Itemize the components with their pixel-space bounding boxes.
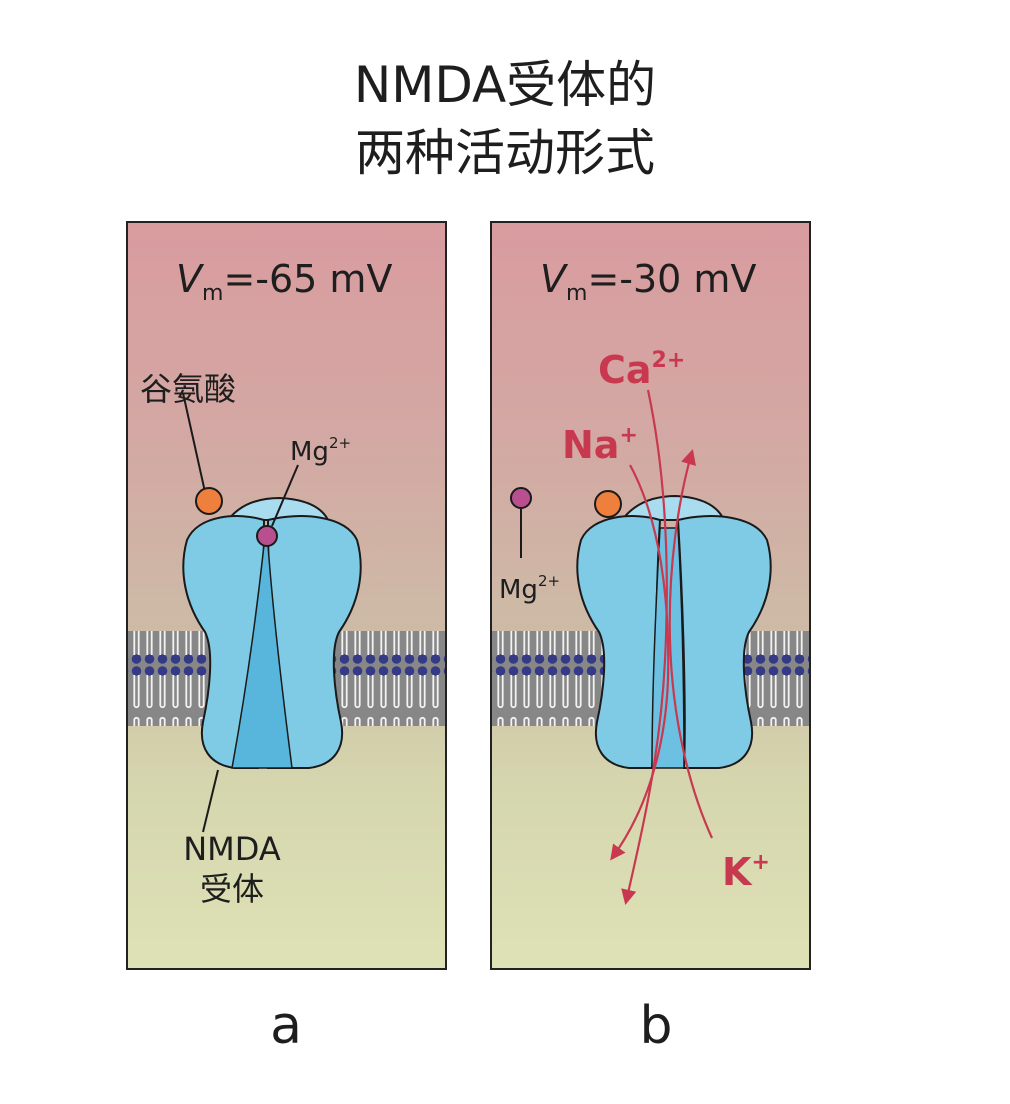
panel-a-mg-label: Mg2+ (290, 434, 351, 467)
panel-b-na-label: Na+ (562, 423, 638, 467)
panel-a-vm-value: =-65 mV (223, 257, 392, 301)
panel-b-vm-symbol: V (540, 257, 569, 301)
panel-b-letter: b (639, 996, 673, 1056)
panel-a-mg-symbol: Mg (290, 437, 329, 467)
panel-a-receptor-label-line-2: 受体 (200, 870, 264, 908)
panel-b-na-charge: + (619, 423, 637, 448)
panel-b-receptor-right-subunit (676, 515, 772, 769)
figure-title-line-1: NMDA受体的 (353, 56, 657, 114)
panel-a-glutamate (195, 487, 223, 515)
panel-b-k-symbol: K (722, 850, 753, 894)
panel-b-na-symbol: Na (562, 423, 619, 467)
panel-a-mg-charge: 2+ (329, 434, 351, 452)
figure-title-line-2: 两种活动形式 (355, 124, 655, 182)
panel-b-ca-symbol: Ca (598, 348, 652, 392)
panel-a-channel-pore (231, 544, 293, 769)
panel-a-glutamate-label: 谷氨酸 (140, 370, 236, 408)
panel-b-ca-label: Ca2+ (598, 348, 685, 392)
panel-b-k-charge: + (751, 850, 769, 875)
panel-b-ca-flow-arrow (621, 389, 668, 906)
panel-b-na-flow-arrow (610, 464, 670, 861)
panel-a-vm-subscript: m (202, 281, 223, 306)
panel-a-letter: a (270, 996, 302, 1056)
panel-b-ca-charge: 2+ (652, 348, 686, 373)
panel-b-k-flow-arrow (668, 449, 714, 839)
panel-b-mg-label: Mg2+ (499, 572, 560, 605)
panel-b-mg-ion (510, 487, 532, 509)
panel-b-k-label: K+ (722, 850, 770, 894)
panel-b: Vm=-30 mV Mg2+ Ca2+ Na+ K+ (490, 221, 811, 970)
panel-b-membrane-potential: Vm=-30 mV (540, 257, 756, 306)
panel-a-mg-ion (256, 525, 278, 547)
panel-a-membrane-potential: Vm=-65 mV (176, 257, 392, 306)
panel-b-mg-symbol: Mg (499, 575, 538, 605)
panel-a: Vm=-65 mV 谷氨酸 Mg2+ NMDA 受体 (126, 221, 447, 970)
panel-b-mg-charge: 2+ (538, 572, 560, 590)
panel-a-receptor-label-line-1: NMDA (183, 830, 281, 868)
panel-b-vm-subscript: m (566, 281, 587, 306)
panel-a-vm-symbol: V (176, 257, 205, 301)
panel-b-glutamate (594, 490, 622, 518)
panel-b-vm-value: =-30 mV (587, 257, 756, 301)
